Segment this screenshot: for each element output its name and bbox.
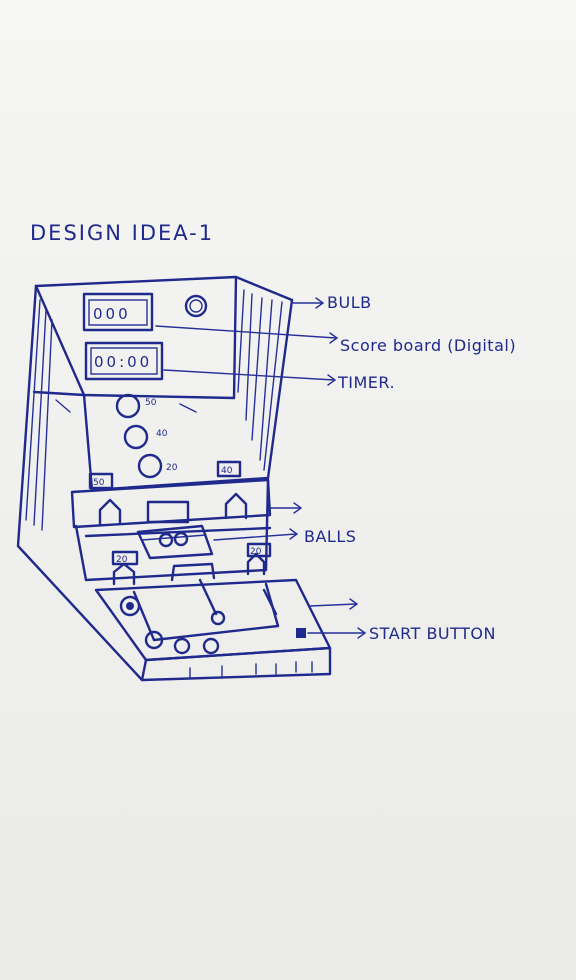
scoreboard: 000: [84, 294, 152, 330]
hole-40: [125, 426, 147, 448]
annotations: BULB Score board (Digital) TIMER. BALLS …: [156, 293, 516, 643]
scoreboard-digits: 000: [93, 305, 131, 323]
scoring-holes: 50 40 20: [117, 395, 178, 477]
sketch-title: DESIGN IDEA-1: [30, 221, 214, 245]
timer: 00:00: [86, 343, 162, 379]
start-button-square: [296, 628, 306, 638]
hole-50-label: 50: [145, 398, 157, 408]
hole-20-label: 20: [166, 463, 178, 473]
bulb: [186, 296, 206, 316]
label-balls: BALLS: [304, 527, 356, 546]
box-upper-left-label: 50: [93, 478, 105, 488]
middle-tier: 20 20: [72, 480, 270, 584]
cabinet-outline: [18, 277, 292, 680]
timer-digits: 00:00: [94, 353, 152, 371]
hole-40-label: 40: [156, 429, 168, 439]
control-deck: [96, 580, 330, 680]
box-upper-right-label: 40: [221, 466, 233, 476]
label-start-button: START BUTTON: [369, 624, 496, 643]
box-lower-right-label: 20: [250, 547, 262, 557]
hole-50: [117, 395, 139, 417]
label-bulb: BULB: [327, 293, 372, 312]
box-lower-left-label: 20: [116, 555, 128, 565]
hole-20: [139, 455, 161, 477]
label-scoreboard: Score board (Digital): [340, 336, 516, 355]
label-timer: TIMER.: [337, 373, 395, 392]
